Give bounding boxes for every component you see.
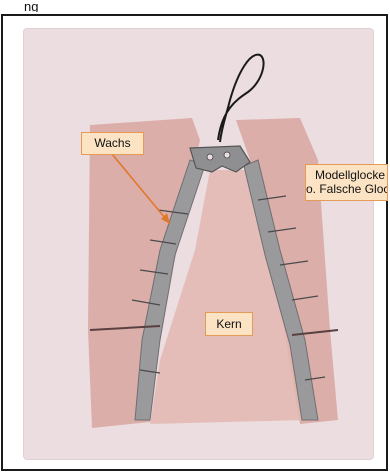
- label-modellglocke: Modellglocke o. Falsche Glock: [305, 164, 388, 201]
- label-kern: Kern: [205, 312, 253, 336]
- label-wachs: Wachs: [81, 132, 144, 155]
- crown-hole-right: [224, 152, 230, 158]
- label-modellglocke-line1: Modellglocke: [306, 168, 385, 182]
- crown-hole-left: [207, 154, 213, 160]
- bell-crown: [190, 146, 250, 172]
- label-modellglocke-line2: o. Falsche Glock: [306, 182, 385, 196]
